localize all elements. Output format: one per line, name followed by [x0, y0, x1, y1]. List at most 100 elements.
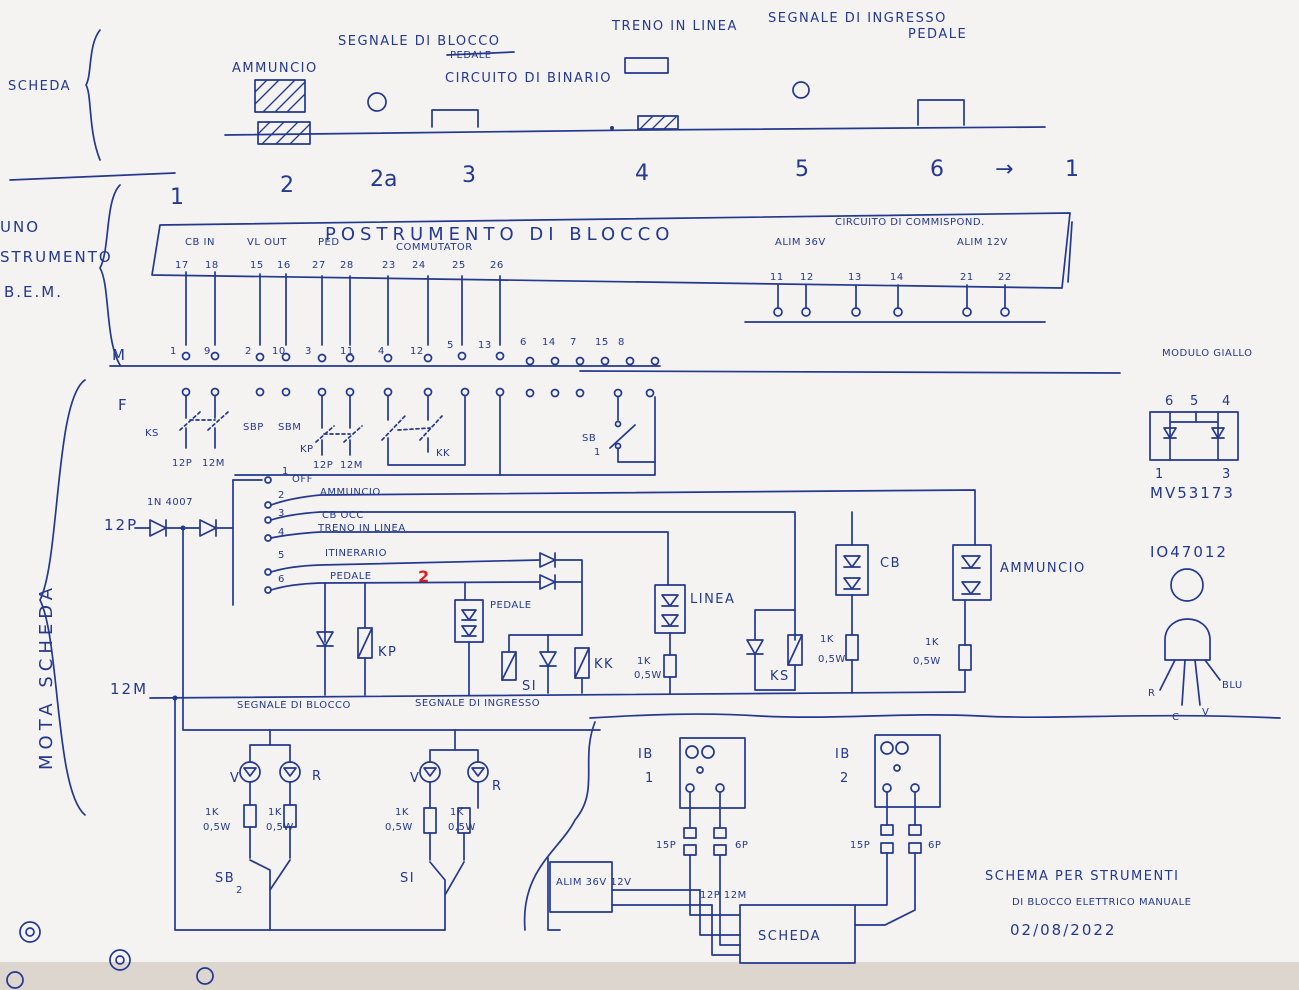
svg-text:5: 5 — [447, 340, 454, 351]
ib2-15p: 15P — [850, 840, 870, 851]
sbp-label: SBP — [243, 422, 264, 433]
svg-text:PED: PED — [318, 237, 340, 248]
svg-text:9: 9 — [204, 346, 211, 357]
sb-label: SB — [582, 433, 596, 444]
instrument-title: POSTRUMENTO DI BLOCCO — [325, 224, 674, 245]
svg-text:23: 23 — [382, 260, 396, 271]
ammuncio-led — [952, 544, 992, 671]
svg-text:11: 11 — [340, 346, 354, 357]
signal-blocco-title: SEGNALE DI BLOCCO — [237, 700, 351, 711]
svg-text:CB IN: CB IN — [185, 237, 215, 248]
wavy-divider — [589, 713, 1281, 719]
modulo-part: MV53173 — [1150, 484, 1235, 502]
svg-text:2: 2 — [278, 490, 285, 501]
signal-blocco-v: V — [230, 771, 240, 786]
svg-text:18: 18 — [205, 260, 219, 271]
m-pins — [181, 351, 660, 366]
ib2-6p: 6P — [928, 840, 941, 851]
led-pin-r: R — [1148, 688, 1155, 699]
led-pin-blu: BLU — [1222, 680, 1243, 691]
kk-switch — [381, 395, 501, 476]
svg-text:6: 6 — [520, 337, 527, 348]
ks-relay-label: KS — [770, 669, 790, 684]
track-line — [224, 126, 1046, 136]
svg-text:27: 27 — [312, 260, 326, 271]
svg-text:8: 8 — [618, 337, 625, 348]
signal-ingresso-w-2: 0,5W — [448, 822, 476, 833]
seq-2a: 2a — [370, 167, 397, 192]
signal-blocco-w-1: 0,5W — [203, 822, 231, 833]
svg-text:25: 25 — [452, 260, 466, 271]
led-part: IO47012 — [1150, 543, 1228, 561]
kp-12p-label: 12P — [313, 460, 333, 471]
scheda-brace — [39, 379, 86, 816]
caption-line-1: SCHEMA PER STRUMENTI — [985, 869, 1179, 884]
device-ammuncio-label: AMMUNCIO — [232, 61, 318, 76]
signal-ingresso-w-1: 0,5W — [385, 822, 413, 833]
cb-led-label: CB — [880, 556, 901, 571]
sb1-switch — [609, 396, 656, 463]
cb-res-label: 1K — [820, 634, 834, 645]
segnale-blocco-lamp — [367, 92, 387, 112]
f-label: F — [118, 396, 129, 414]
caption-line-2: DI BLOCCO ELETTRICO MANUALE — [1012, 897, 1191, 908]
svg-text:13: 13 — [478, 340, 492, 351]
svg-text:16: 16 — [277, 260, 291, 271]
si-relay-group — [501, 634, 590, 694]
seq-2: 2 — [280, 173, 294, 198]
segnale-ingresso-lamp — [792, 81, 810, 99]
led-pin-v: V — [1202, 707, 1209, 718]
kp-label: KP — [300, 444, 314, 455]
m-pin-numbers: 1 9 2 10 3 11 4 12 5 13 6 14 7 15 8 — [170, 337, 625, 357]
kk-relay-label: KK — [594, 657, 614, 672]
signal-blocco-res-1: 1K — [205, 807, 219, 818]
separator-line — [9, 172, 176, 181]
svg-text:OFF: OFF — [292, 474, 313, 485]
signal-ingresso: SEGNALE DI INGRESSO V R 1K 0,5W 1K 0,5W … — [385, 698, 540, 931]
treno-box — [624, 57, 669, 74]
signal-ingresso-r: R — [492, 779, 503, 794]
signal-ingresso-res-1: 1K — [395, 807, 409, 818]
pedale-led-label: PEDALE — [490, 600, 532, 611]
m-label: M — [112, 346, 127, 364]
scheda-side-label: MOTA SCHEDA — [36, 583, 57, 770]
svg-text:5: 5 — [278, 550, 285, 561]
cb-res-w: 0,5W — [818, 654, 846, 665]
svg-text:26: 26 — [490, 260, 504, 271]
selector-wires — [234, 461, 976, 641]
modulo-pin-3: 3 — [1222, 467, 1232, 482]
device-circuito-label: CIRCUITO DI BINARIO — [445, 71, 612, 86]
top-brace — [85, 29, 101, 161]
svg-text:COMMUTATOR: COMMUTATOR — [396, 242, 473, 253]
seq-arrow: → — [995, 157, 1013, 182]
ib1-6p: 6P — [735, 840, 748, 851]
alim-block: ALIM 36V 12V 12P 12M — [547, 857, 746, 931]
ib-1: IB 1 15P 6P — [638, 737, 748, 946]
svg-text:7: 7 — [570, 337, 577, 348]
ammuncio-box — [254, 79, 306, 113]
ib1-num: 1 — [645, 771, 655, 786]
rail-12m-label: 12M — [110, 680, 148, 698]
selector-labels: 1 OFF 2 AMMUNCIO 3 CB OCC 4 TRENO IN LIN… — [278, 466, 405, 585]
seq-1-start: 1 — [170, 185, 184, 210]
svg-text:14: 14 — [890, 272, 904, 283]
svg-text:4: 4 — [378, 346, 385, 357]
svg-text:6: 6 — [278, 574, 285, 585]
svg-text:3: 3 — [305, 346, 312, 357]
modulo-giallo: MODULO GIALLO 6 5 4 1 3 MV53173 — [1149, 348, 1252, 502]
svg-text:ALIM 12V: ALIM 12V — [957, 237, 1008, 248]
device-pedale-label: PEDALE — [908, 27, 967, 42]
table-pattern — [6, 921, 214, 989]
svg-text:1: 1 — [170, 346, 177, 357]
signal-ingresso-v: V — [410, 771, 420, 786]
signal-blocco-res-2: 1K — [268, 807, 282, 818]
linea-label: LINEA — [690, 592, 735, 607]
wavy-divider-2 — [523, 721, 596, 931]
svg-text:15: 15 — [250, 260, 264, 271]
linea-led — [654, 584, 686, 694]
svg-text:1: 1 — [282, 466, 289, 477]
ib-2: IB 2 15P 6P — [835, 734, 941, 926]
ib2-num: 2 — [840, 771, 850, 786]
treno-track-box — [637, 115, 679, 130]
